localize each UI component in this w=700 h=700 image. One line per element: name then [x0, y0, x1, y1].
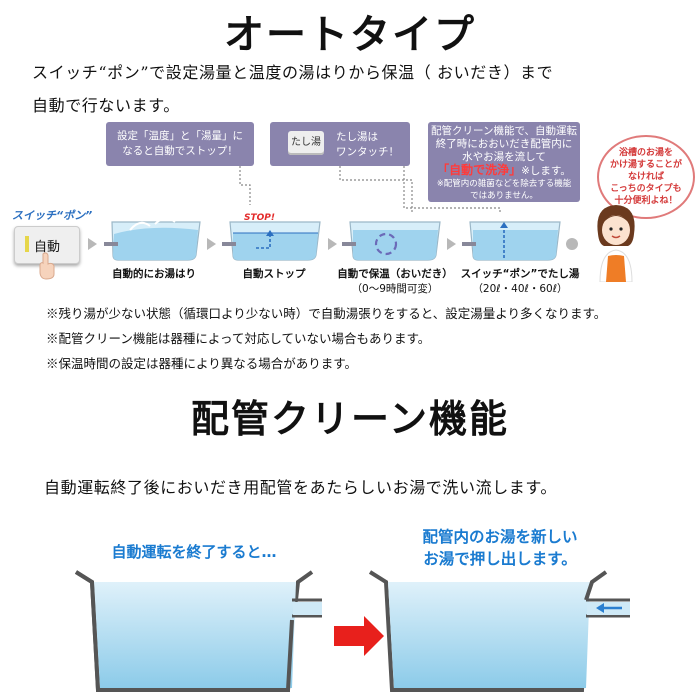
step-label-2: 自動ストップ — [220, 267, 328, 282]
step-label-1-line1: 自動的にお湯はり — [112, 268, 196, 280]
auto-type-title: オートタイプ — [224, 11, 476, 58]
callout-tashiyu: たし湯 たし湯は ワンタッチ！ — [270, 122, 410, 166]
pipe-clean-title: 配管クリーン機能 — [190, 396, 510, 441]
step-arrow-icon — [88, 238, 97, 250]
note-1: ※残り湯が少ない状態（循環口より少ない時）で自動湯張りをすると、設定湯量より多く… — [46, 306, 607, 321]
callout-pipe-clean-line3: 水やお湯を流して — [462, 151, 546, 163]
speech-bubble-line5: 十分便利よね！ — [614, 196, 678, 206]
callout-pipe-clean: 配管クリーン機能で、自動運転 終了時におおいだき配管内に 水やお湯を流して 「自… — [428, 122, 580, 202]
callout-pipe-clean-line1: 配管クリーン機能で、自動運転 — [430, 125, 578, 137]
step-label-3-line1: 自動で保温（おいだき） — [337, 268, 453, 280]
callout-pipe-clean-small1: ※配管内の雑菌などを除去する機能 — [436, 179, 572, 189]
callout-auto-stop-line1: 設定「温度」と「湯量」に — [117, 130, 243, 142]
tub-step-4 — [462, 221, 561, 261]
pointing-finger-icon — [39, 252, 55, 280]
tashiyu-key: たし湯 — [288, 131, 324, 155]
tub-step-2 — [222, 221, 321, 261]
left-caption: 自動運転を終了すると… — [111, 543, 277, 561]
speech-bubble-line2: かけ湯することが — [609, 160, 682, 170]
tub-step-1 — [104, 217, 201, 261]
callout-connectors — [239, 166, 501, 212]
tub-step-3 — [342, 221, 441, 261]
step-label-1: 自動的にお湯はり — [100, 267, 208, 282]
speech-bubble-line3: なければ — [627, 172, 664, 182]
switch-label: スイッチ“ポン” — [12, 209, 93, 222]
right-caption-line2: お湯で押し出します。 — [423, 550, 577, 568]
pipe-clean-desc: 自動運転終了後においだき用配管をあたらしいお湯で洗い流します。 — [44, 478, 558, 497]
woman-character-icon — [597, 205, 635, 282]
auto-type-desc-line1: スイッチ“ポン”で設定湯量と温度の湯はりから保温（ おいだき）まで — [32, 63, 554, 82]
step-label-4: スイッチ“ポン”でたし湯 （20ℓ・40ℓ・60ℓ） — [450, 267, 590, 297]
step-label-3-line2: （0〜9時間可変） — [351, 283, 439, 295]
stop-badge: STOP! — [244, 213, 275, 223]
callout-auto-stop-line2: なると自動でストップ！ — [122, 145, 238, 157]
callout-pipe-clean-line4: ※します。 — [521, 165, 571, 177]
speech-bubble-line4: こっちのタイプも — [610, 184, 682, 194]
callout-pipe-clean-red: 「自動で洗浄」 — [437, 163, 522, 177]
step-label-2-line1: 自動ストップ — [242, 268, 306, 280]
step-arrow-icon — [447, 238, 456, 250]
callout-pipe-clean-small2: ではありません。 — [470, 191, 538, 201]
callout-auto-stop: 設定「温度」と「湯量」に なると自動でストップ！ — [106, 122, 254, 166]
right-caption-line1: 配管内のお湯を新しい — [422, 528, 578, 546]
speech-bubble: 浴槽のお湯を かけ湯することが なければ こっちのタイプも 十分便利よね！ — [597, 135, 695, 219]
bathtub-after — [368, 570, 630, 692]
end-dot-icon — [566, 238, 578, 250]
callout-pipe-clean-line2: 終了時におおいだき配管内に — [435, 138, 573, 150]
switch-button-label: 自動 — [34, 240, 61, 255]
step-arrow-icon — [207, 238, 216, 250]
note-2: ※配管クリーン機能は器種によって対応していない場合もあります。 — [46, 331, 431, 346]
right-caption: 配管内のお湯を新しい お湯で押し出します。 — [380, 526, 620, 570]
callout-tashiyu-line2: ワンタッチ！ — [336, 146, 399, 158]
step-arrow-icon — [328, 238, 337, 250]
step-label-3: 自動で保温（おいだき） （0〜9時間可変） — [332, 267, 458, 297]
speech-bubble-line1: 浴槽のお湯を — [618, 148, 673, 158]
note-3: ※保温時間の設定は器種により異なる場合があります。 — [46, 356, 358, 371]
auto-type-desc-line2: 自動で行ないます。 — [32, 96, 180, 115]
tub-steps-diagram — [88, 217, 578, 261]
pipe-clean-diagram — [74, 570, 630, 692]
switch-indicator-icon — [25, 236, 29, 252]
step-label-4-line1: スイッチ“ポン”でたし湯 — [460, 268, 580, 280]
step-label-4-line2: （20ℓ・40ℓ・60ℓ） — [472, 283, 568, 295]
callout-tashiyu-line1: たし湯は — [336, 131, 378, 143]
bathtub-before — [74, 570, 322, 692]
callout-tashiyu-text: たし湯は ワンタッチ！ — [336, 130, 399, 160]
red-arrow-icon — [334, 616, 384, 656]
